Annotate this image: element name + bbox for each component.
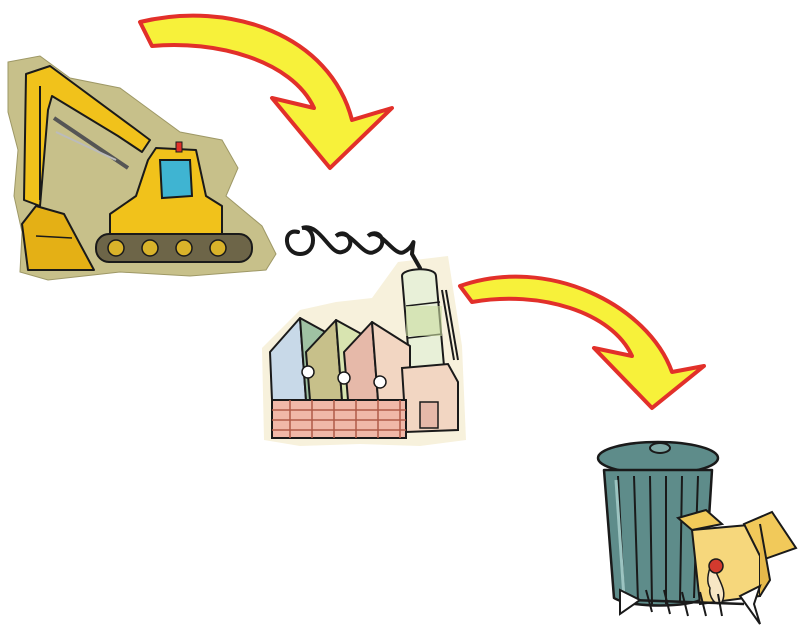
factory-icon [262,227,466,446]
trash-can-icon [598,442,796,624]
excavator-icon [8,56,276,280]
curved-arrow-icon [460,277,704,408]
